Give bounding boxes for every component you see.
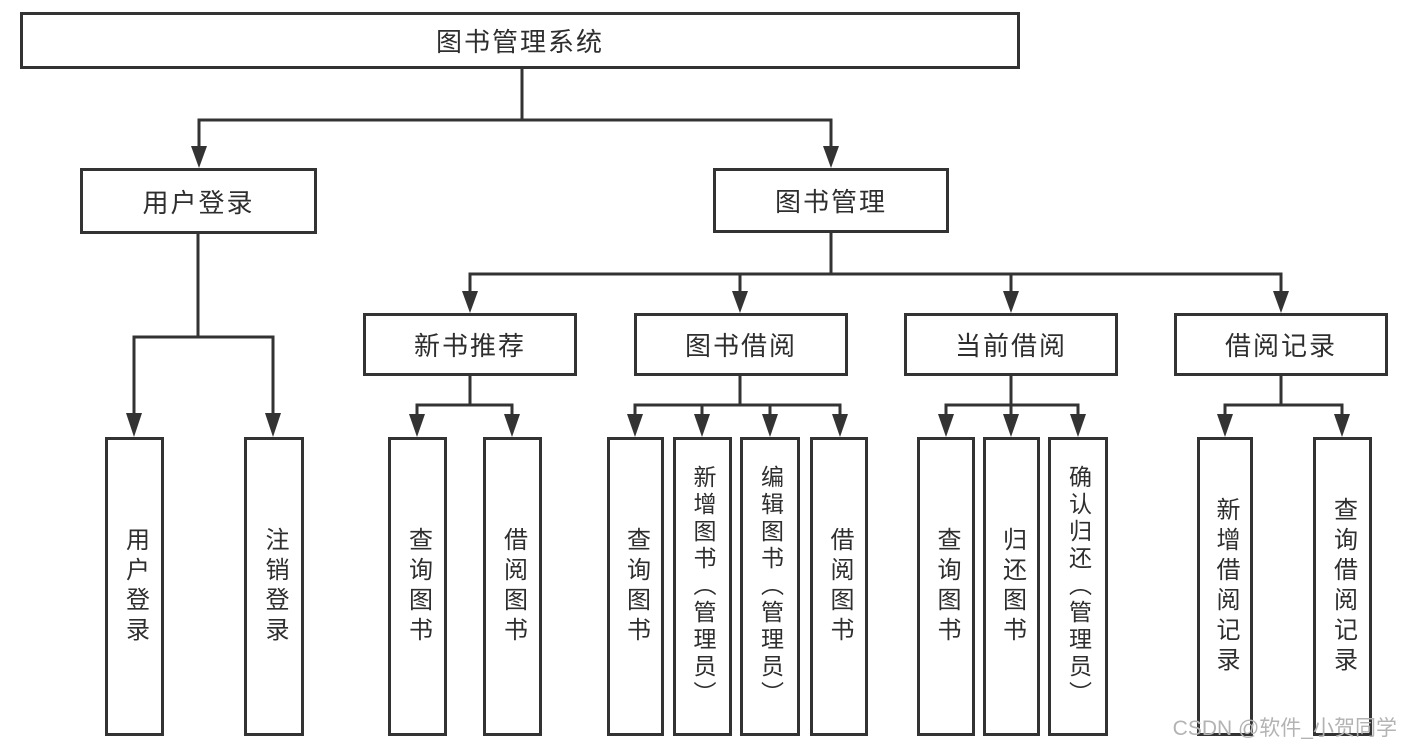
leaf-box-add-borrow-record: 新增借阅记录	[1197, 437, 1253, 736]
leaf-box-query-books-3: 查询图书	[917, 437, 975, 736]
leaf-label: 用户登录	[121, 526, 149, 647]
node-box-current-borrow: 当前借阅	[904, 313, 1118, 376]
leaf-box-logout: 注销登录	[244, 437, 304, 736]
leaf-box-query-books-1: 查询图书	[388, 437, 447, 736]
leaf-label: 查询借阅记录	[1329, 496, 1357, 677]
leaf-label: 借阅图书	[499, 526, 527, 647]
leaf-label: 查询图书	[404, 526, 432, 647]
node-box-user-login: 用户登录	[80, 168, 317, 234]
leaf-box-return-books: 归还图书	[983, 437, 1040, 736]
leaf-label: 归还图书	[998, 526, 1026, 647]
node-label: 图书借阅	[684, 331, 797, 361]
node-label: 图书管理	[774, 187, 887, 217]
leaf-box-query-books-2: 查询图书	[607, 437, 664, 736]
leaf-label: 查询图书	[933, 526, 960, 647]
leaf-box-query-borrow-record: 查询借阅记录	[1313, 437, 1372, 736]
node-label: 图书管理系统	[435, 27, 604, 57]
leaf-box-confirm-return-admin: 确认归还（管理员）	[1048, 437, 1108, 736]
csdn-watermark: CSDN @软件_小贺同学	[1172, 717, 1397, 740]
node-box-book-management: 图书管理	[713, 168, 949, 233]
leaf-box-borrow-books-2: 借阅图书	[810, 437, 868, 736]
node-box-book-borrow: 图书借阅	[634, 313, 848, 376]
node-label: 借阅记录	[1224, 331, 1337, 361]
leaf-box-user-login: 用户登录	[105, 437, 164, 736]
leaf-label: 新增借阅记录	[1212, 496, 1239, 677]
leaf-box-add-books-admin: 新增图书（管理员）	[673, 437, 732, 736]
node-label: 新书推荐	[413, 331, 526, 361]
leaf-label: 查询图书	[622, 526, 650, 647]
leaf-label: 注销登录	[261, 526, 288, 647]
node-box-new-book-recommend: 新书推荐	[363, 313, 577, 376]
node-box-borrow-records: 借阅记录	[1174, 313, 1388, 376]
leaf-label: 借阅图书	[826, 526, 853, 647]
leaf-label: 确认归还（管理员）	[1065, 465, 1092, 708]
leaf-label: 新增图书（管理员）	[690, 465, 716, 708]
leaf-label: 编辑图书（管理员）	[757, 465, 784, 708]
node-label: 用户登录	[142, 187, 255, 218]
leaf-box-edit-books-admin: 编辑图书（管理员）	[740, 437, 800, 736]
node-label: 当前借阅	[954, 331, 1067, 361]
node-box-library-management-system: 图书管理系统	[20, 12, 1020, 69]
leaf-box-borrow-books-1: 借阅图书	[483, 437, 542, 736]
